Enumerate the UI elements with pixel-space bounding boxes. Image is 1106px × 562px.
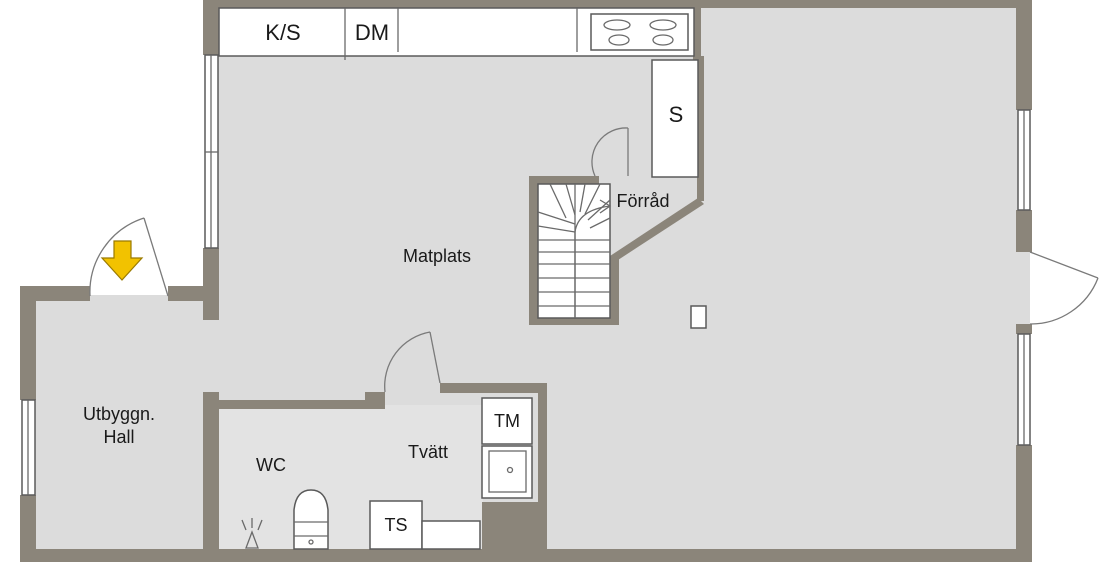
wall-pantry-diagonal bbox=[610, 198, 704, 260]
floors bbox=[30, 0, 1030, 552]
wall-stair-left bbox=[529, 176, 538, 325]
stair-direction-arrow bbox=[574, 205, 611, 318]
stove-burner bbox=[649, 19, 677, 31]
laundry-fixtures: TM TS bbox=[369, 397, 533, 550]
walls bbox=[20, 0, 1032, 562]
kitchen-counter: K/S DM bbox=[218, 7, 695, 60]
door-laundry bbox=[384, 331, 431, 393]
wall-hall-top bbox=[168, 286, 218, 301]
dryer-label: TM bbox=[494, 411, 520, 431]
storage-cabinet: S bbox=[651, 59, 699, 178]
staircase bbox=[537, 183, 612, 319]
doors bbox=[89, 127, 1099, 393]
room-label-wc: WC bbox=[256, 455, 286, 475]
wall-stair-right bbox=[610, 256, 619, 325]
door-hall-entrance bbox=[89, 217, 145, 297]
wall-hall-left bbox=[20, 495, 36, 562]
wall-wc-top bbox=[203, 400, 373, 409]
cabinet bbox=[651, 59, 699, 178]
wall-stair-bottom bbox=[529, 318, 619, 325]
wall-left-main bbox=[203, 248, 219, 320]
wall-right bbox=[1016, 0, 1032, 110]
fridge-freezer-label: K/S bbox=[265, 20, 300, 45]
cabinet-label: S bbox=[669, 102, 684, 127]
wall-right bbox=[1016, 210, 1032, 252]
wall-pantry-right bbox=[697, 56, 704, 201]
wall-top bbox=[205, 0, 1030, 8]
stove-burner bbox=[603, 19, 631, 31]
room-label-hall-line1: Utbyggn. bbox=[83, 404, 155, 424]
washer-label: TS bbox=[384, 515, 407, 535]
room-label-matplats: Matplats bbox=[403, 246, 471, 266]
wall-wc-top bbox=[365, 392, 385, 409]
wall-hall-left bbox=[20, 286, 36, 400]
room-label-hall-line2: Hall bbox=[103, 427, 134, 447]
washer bbox=[369, 500, 423, 550]
wc-fixtures bbox=[241, 489, 329, 550]
stove-burner bbox=[608, 34, 630, 46]
room-label-forrad: Förråd bbox=[616, 191, 669, 211]
wall-hall-top bbox=[20, 286, 90, 301]
wall-kitchen-right bbox=[693, 0, 701, 60]
wall-left-main bbox=[203, 0, 219, 55]
door-terrace bbox=[1029, 277, 1099, 325]
wall-stair-top bbox=[529, 176, 599, 184]
windows bbox=[21, 54, 1031, 496]
hall-floor bbox=[30, 295, 220, 552]
ceiling-lamp-icon bbox=[241, 518, 263, 549]
laundry-counter bbox=[421, 520, 481, 550]
stairs bbox=[537, 183, 611, 319]
room-label-tvatt: Tvätt bbox=[408, 442, 448, 462]
door-pantry bbox=[591, 127, 629, 177]
wall-right bbox=[1016, 445, 1032, 562]
stove-burner bbox=[652, 34, 674, 46]
wall-wc-top bbox=[440, 383, 546, 393]
dryer bbox=[481, 397, 533, 445]
entrance-arrow-icon bbox=[100, 240, 144, 281]
wall-right bbox=[1016, 324, 1032, 334]
wall-wc-left bbox=[203, 392, 219, 552]
wall-laundry-right bbox=[538, 383, 547, 553]
wall-laundry-corner bbox=[482, 502, 542, 552]
stove bbox=[590, 13, 689, 51]
toilet bbox=[293, 489, 329, 550]
dishwasher-label: DM bbox=[355, 20, 389, 45]
room-labels: Matplats Förråd Utbyggn. Hall WC Tvätt bbox=[83, 191, 670, 475]
sink bbox=[481, 445, 533, 499]
wall-bottom bbox=[20, 549, 1032, 562]
column-marker bbox=[690, 305, 707, 329]
